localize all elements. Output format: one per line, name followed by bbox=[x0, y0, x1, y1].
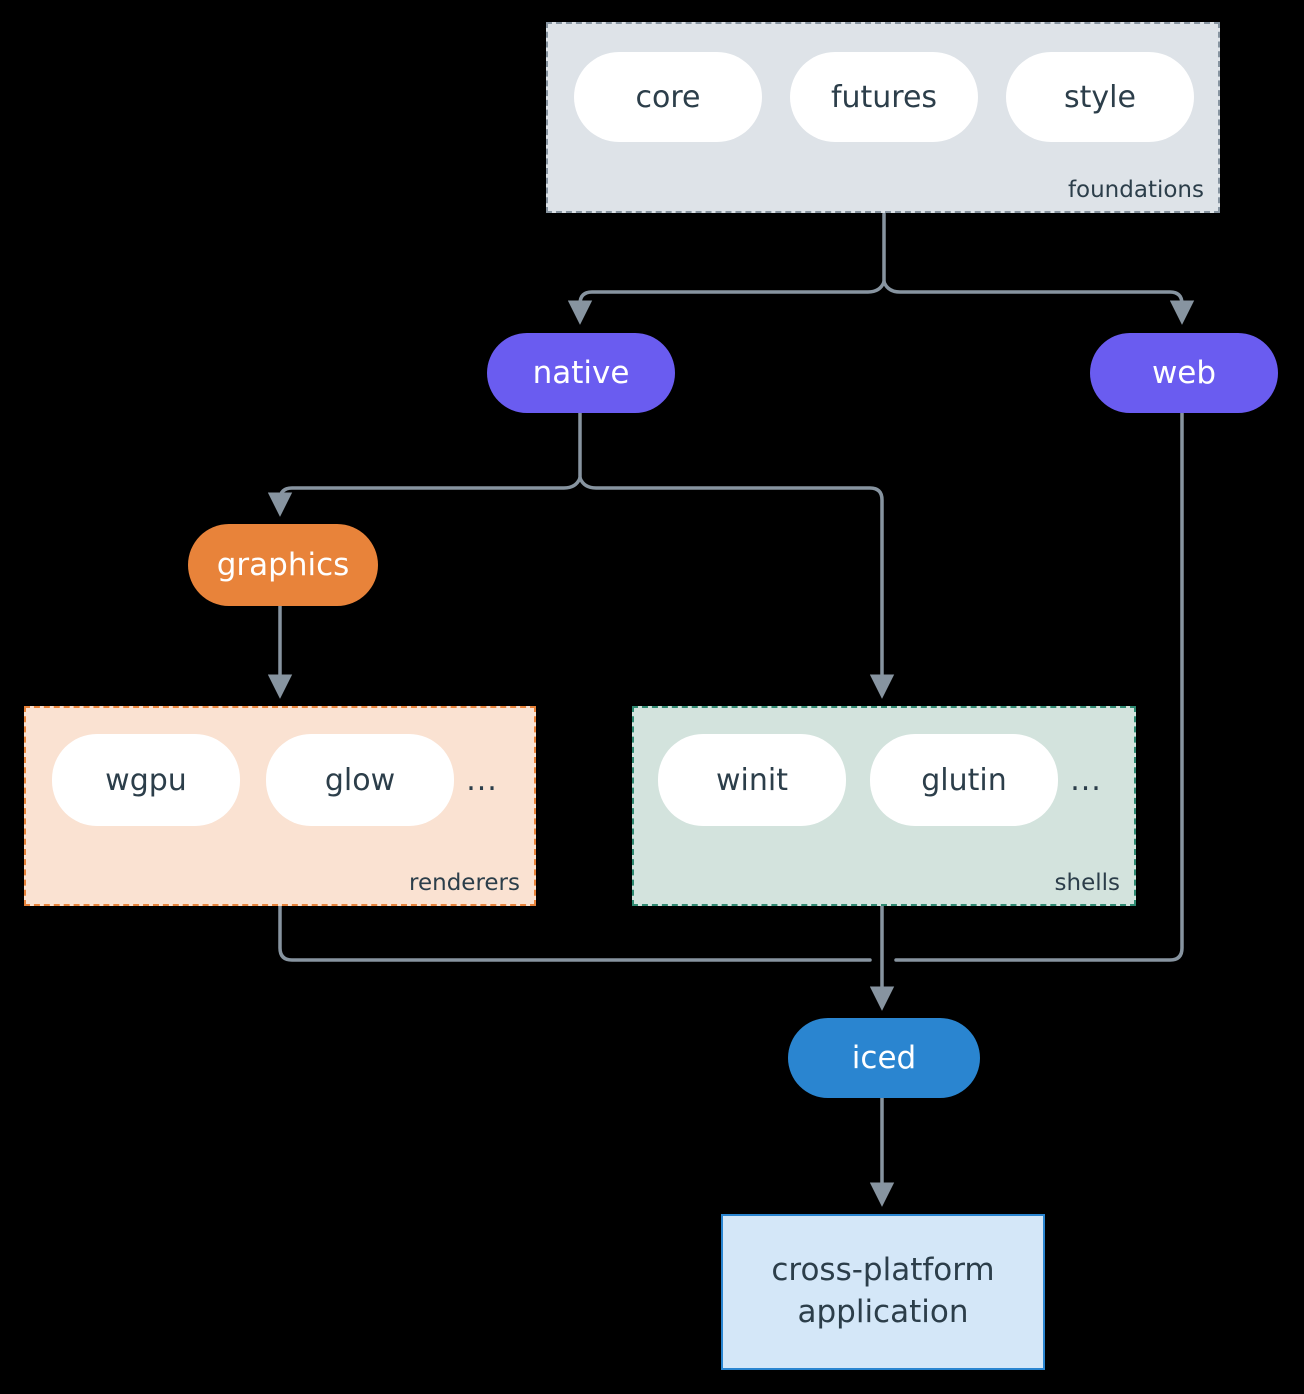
edge-foundations-to-native bbox=[567, 280, 886, 325]
cluster-foundations: core futures style foundations bbox=[546, 22, 1220, 213]
renderers-ellipsis-label: ... bbox=[466, 762, 498, 798]
leaf-core-label: core bbox=[635, 79, 701, 115]
node-graphics[interactable]: graphics bbox=[188, 524, 378, 606]
leaf-glutin[interactable]: glutin bbox=[870, 734, 1058, 826]
node-web[interactable]: web bbox=[1090, 333, 1278, 413]
edge-native-to-shells bbox=[578, 476, 895, 699]
leaf-style[interactable]: style bbox=[1006, 52, 1194, 142]
leaf-wgpu[interactable]: wgpu bbox=[52, 734, 240, 826]
node-iced-label: iced bbox=[851, 1040, 917, 1076]
leaf-style-label: style bbox=[1064, 79, 1136, 115]
node-application-line2: application bbox=[797, 1294, 969, 1330]
foundations-members: core futures style bbox=[574, 52, 1194, 142]
cluster-shells-label: shells bbox=[1054, 870, 1120, 896]
shells-members: winit glutin ... bbox=[658, 734, 1114, 826]
cluster-shells: winit glutin ... shells bbox=[632, 706, 1136, 906]
leaf-winit[interactable]: winit bbox=[658, 734, 846, 826]
node-native-label: native bbox=[532, 355, 630, 391]
leaf-glutin-label: glutin bbox=[921, 762, 1007, 798]
leaf-glow-label: glow bbox=[324, 762, 396, 798]
cluster-foundations-label: foundations bbox=[1067, 177, 1204, 203]
shells-ellipsis-label: ... bbox=[1070, 762, 1102, 798]
cluster-renderers: wgpu glow ... renderers bbox=[24, 706, 536, 906]
leaf-futures[interactable]: futures bbox=[790, 52, 978, 142]
leaf-winit-label: winit bbox=[716, 762, 788, 798]
node-graphics-label: graphics bbox=[216, 547, 350, 583]
leaf-futures-label: futures bbox=[830, 79, 938, 115]
edge-foundations-to-web bbox=[882, 280, 1195, 325]
node-application-line1: cross-platform bbox=[771, 1252, 995, 1289]
edge-renderers-to-iced bbox=[278, 904, 872, 962]
cluster-renderers-label: renderers bbox=[409, 870, 520, 896]
node-application-text: cross-platform application bbox=[771, 1250, 994, 1334]
leaf-core[interactable]: core bbox=[574, 52, 762, 142]
renderers-members: wgpu glow ... bbox=[52, 734, 510, 826]
node-application[interactable]: cross-platform application bbox=[721, 1214, 1045, 1370]
node-iced[interactable]: iced bbox=[788, 1018, 980, 1098]
renderers-ellipsis: ... bbox=[454, 734, 510, 826]
edge-native-to-graphics bbox=[267, 476, 582, 517]
shells-ellipsis: ... bbox=[1058, 734, 1114, 826]
leaf-wgpu-label: wgpu bbox=[105, 762, 187, 798]
node-web-label: web bbox=[1151, 355, 1217, 391]
node-native[interactable]: native bbox=[487, 333, 675, 413]
leaf-glow[interactable]: glow bbox=[266, 734, 454, 826]
